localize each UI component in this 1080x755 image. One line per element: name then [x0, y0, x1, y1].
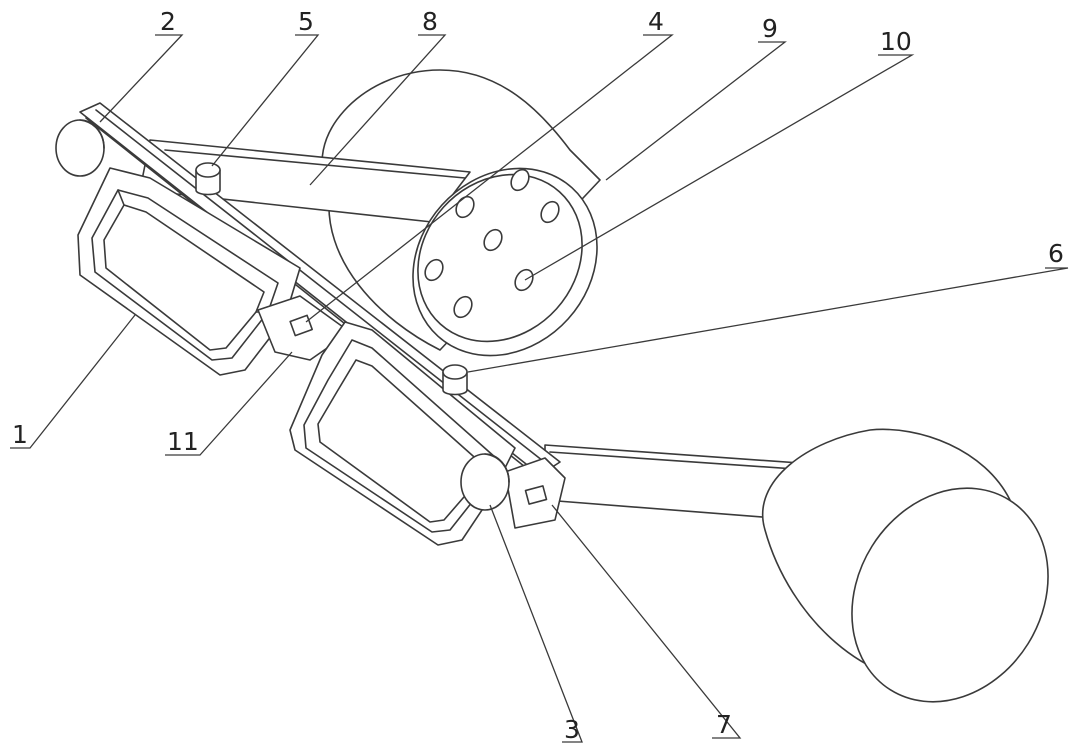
label-2: 2 — [160, 7, 176, 36]
post-5 — [195, 162, 221, 196]
label-5: 5 — [298, 7, 314, 36]
label-8: 8 — [422, 7, 438, 36]
label-7: 7 — [716, 710, 732, 739]
leader-lines — [10, 34, 1069, 743]
lower-cylinder — [762, 428, 1049, 703]
part-labels: 2 5 8 4 9 10 6 1 11 3 7 — [12, 7, 1064, 744]
label-1: 1 — [12, 420, 28, 449]
label-4: 4 — [648, 7, 664, 36]
post-6 — [442, 364, 468, 396]
label-11: 11 — [167, 427, 199, 456]
left-button — [55, 119, 105, 177]
right-button — [460, 453, 510, 511]
right-hinge-block — [504, 457, 566, 529]
label-10: 10 — [880, 27, 912, 56]
label-9: 9 — [762, 14, 778, 43]
label-3: 3 — [564, 715, 580, 744]
label-6: 6 — [1048, 239, 1064, 268]
bridge — [257, 295, 351, 361]
air-holes — [424, 168, 560, 319]
